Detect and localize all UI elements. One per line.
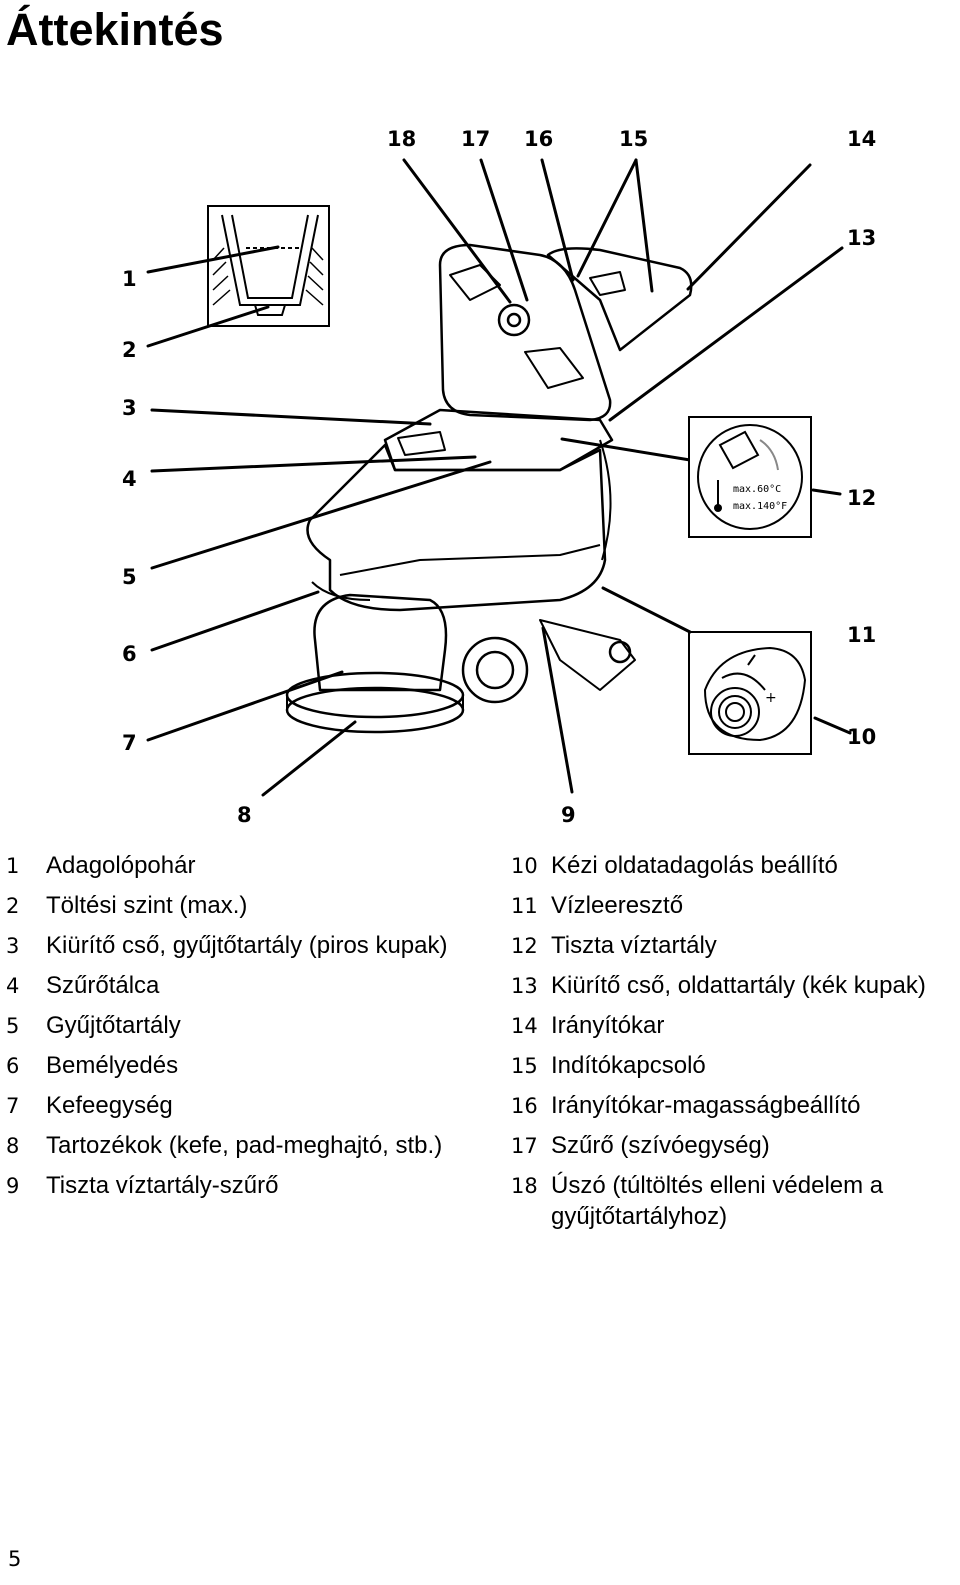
legend-text: Úszó (túltöltés elleni védelem a gyűjtőt… (551, 1172, 884, 1230)
callout-10: 10 (847, 725, 876, 749)
callout-3: 3 (122, 396, 137, 420)
callout-4: 4 (122, 467, 137, 491)
legend-right-column: 10 Kézi oldatadagolás beállító 11 Vízleere… (511, 846, 956, 1237)
legend-number: 3 (6, 934, 20, 958)
callout-5: 5 (122, 565, 137, 589)
callout-13: 13 (847, 226, 876, 250)
legend-number: 5 (6, 1014, 20, 1038)
callout-labels: 1 2 3 4 5 6 7 8 9 10 11 12 13 14 15 16 1… (122, 127, 876, 827)
legend-item: 16 Irányítókar-magasságbeállító (511, 1086, 956, 1126)
legend-number: 4 (6, 974, 20, 998)
machine-overview-diagram: max.60°C max.140°F + (122, 127, 876, 827)
legend-text: Tiszta víztartály-szűrő (46, 1172, 279, 1199)
legend-item: 11 Vízleeresztő (511, 886, 956, 926)
legend-text: Indítókapcsoló (551, 1052, 706, 1079)
legend-number: 18 (511, 1174, 538, 1198)
callout-9: 9 (561, 803, 576, 827)
page-number: 5 (8, 1547, 22, 1571)
legend-number: 17 (511, 1134, 538, 1158)
callout-8: 8 (237, 803, 252, 827)
legend-text: Gyűjtőtartály (46, 1012, 181, 1039)
temperature-label-inset: max.60°C max.140°F (688, 416, 812, 538)
callout-15: 15 (619, 127, 648, 151)
legend-number: 15 (511, 1054, 538, 1078)
legend-item: 7 Kefeegység (6, 1086, 476, 1126)
temp-label-celsius: max.60°C (733, 484, 781, 495)
legend-text: Szűrőtálca (46, 972, 160, 999)
legend-number: 9 (6, 1174, 20, 1198)
callout-17: 17 (461, 127, 490, 151)
dosing-cup-inset (207, 205, 330, 327)
legend-text: Töltési szint (max.) (46, 892, 248, 919)
legend-item: 10 Kézi oldatadagolás beállító (511, 846, 956, 886)
legend-item: 13 Kiürítő cső, oldattartály (kék kupak) (511, 966, 956, 1006)
legend-item: 12 Tiszta víztartály (511, 926, 956, 966)
callout-6: 6 (122, 642, 137, 666)
legend-number: 6 (6, 1054, 20, 1078)
callout-18: 18 (387, 127, 416, 151)
page-title: Áttekintés (6, 4, 224, 55)
scrubber-machine-drawing (285, 243, 693, 734)
callout-2: 2 (122, 338, 137, 362)
legend-text: Kézi oldatadagolás beállító (551, 852, 838, 879)
legend-number: 10 (511, 854, 538, 878)
legend-number: 8 (6, 1134, 20, 1158)
legend-text: Vízleeresztő (551, 892, 684, 919)
dosing-knob-inset: + (688, 631, 812, 755)
legend-item: 6 Bemélyedés (6, 1046, 476, 1086)
legend-number: 16 (511, 1094, 538, 1118)
legend-item: 8 Tartozékok (kefe, pad-meghajtó, stb.) (6, 1126, 476, 1166)
legend-number: 11 (511, 894, 538, 918)
legend-number: 13 (511, 974, 538, 998)
callout-12: 12 (847, 486, 876, 510)
legend-text: Tartozékok (kefe, pad-meghajtó, stb.) (46, 1132, 443, 1159)
legend-number: 12 (511, 934, 538, 958)
legend-text: Irányítókar (551, 1012, 665, 1039)
temp-label-fahrenheit: max.140°F (733, 501, 787, 512)
legend-text: Bemélyedés (46, 1052, 179, 1079)
legend-number: 1 (6, 854, 20, 878)
legend-number: 7 (6, 1094, 20, 1118)
legend-item: 15 Indítókapcsoló (511, 1046, 956, 1086)
callout-14: 14 (847, 127, 876, 151)
legend-text: Szűrő (szívóegység) (551, 1132, 770, 1159)
legend-item: 17 Szűrő (szívóegység) (511, 1126, 956, 1166)
callout-11: 11 (847, 623, 876, 647)
legend-item: 18 Úszó (túltöltés elleni védelem a gyűjt… (511, 1166, 956, 1237)
legend-text: Kiürítő cső, gyűjtőtartály (piros kupak) (46, 932, 448, 959)
legend-left-column: 1 Adagolópohár 2 Töltési szint (max.) 3 Kiü… (6, 846, 476, 1206)
legend-text: Tiszta víztartály (551, 932, 717, 959)
callout-7: 7 (122, 731, 137, 755)
legend-text: Kefeegység (46, 1092, 173, 1119)
legend-item: 9 Tiszta víztartály-szűrő (6, 1166, 476, 1206)
legend-text: Adagolópohár (46, 852, 196, 879)
legend-item: 14 Irányítókar (511, 1006, 956, 1046)
callout-1: 1 (122, 267, 137, 291)
legend-item: 4 Szűrőtálca (6, 966, 476, 1006)
legend-number: 2 (6, 894, 20, 918)
callout-16: 16 (524, 127, 553, 151)
legend-number: 14 (511, 1014, 538, 1038)
legend-item: 3 Kiürítő cső, gyűjtőtartály (piros kupak… (6, 926, 476, 966)
legend-text: Kiürítő cső, oldattartály (kék kupak) (551, 972, 926, 999)
legend-text: Irányítókar-magasságbeállító (551, 1092, 861, 1119)
legend-item: 1 Adagolópohár (6, 846, 476, 886)
legend-item: 2 Töltési szint (max.) (6, 886, 476, 926)
legend-item: 5 Gyűjtőtartály (6, 1006, 476, 1046)
svg-text:+: + (765, 690, 777, 706)
leader-lines (146, 158, 852, 797)
